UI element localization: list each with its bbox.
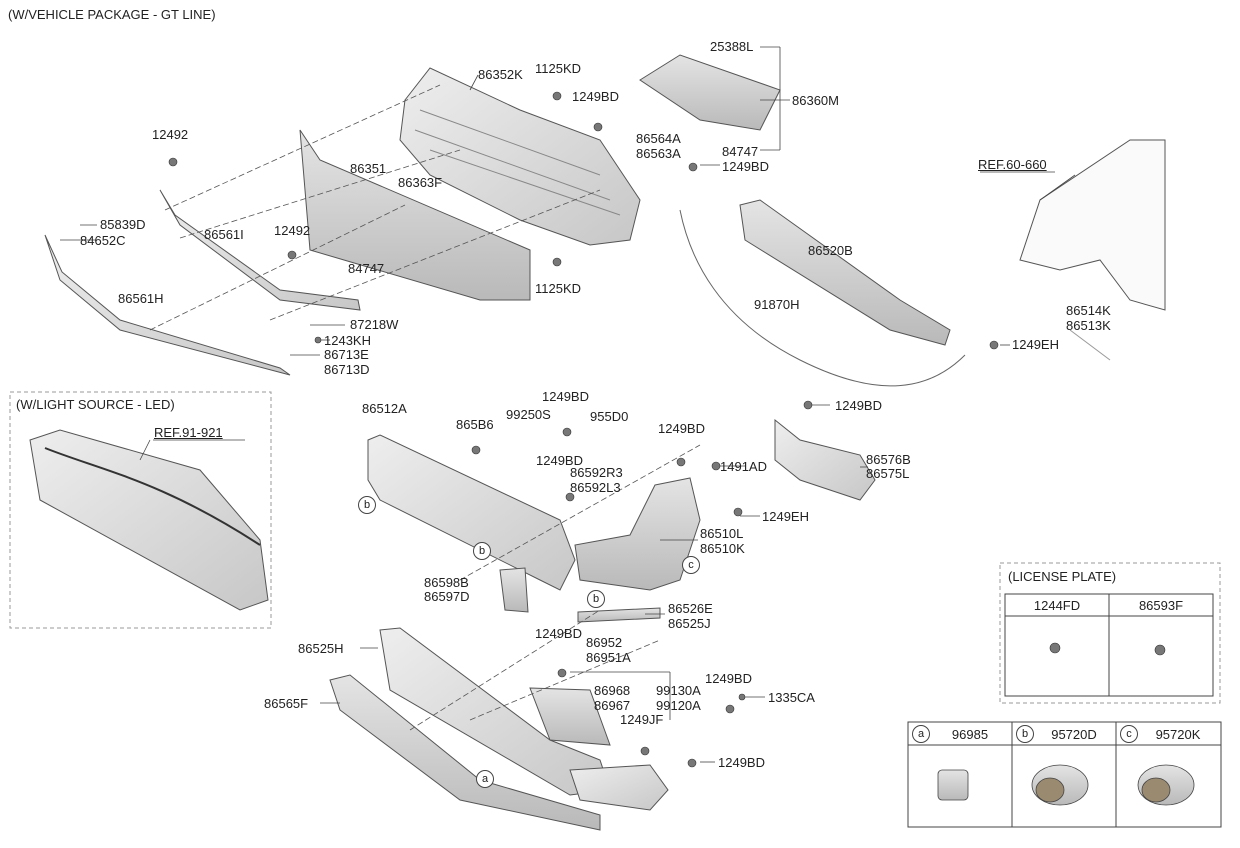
part-12492-b[interactable]: 12492	[274, 223, 311, 238]
part-1249eh-b[interactable]: 1249EH	[762, 509, 809, 524]
part-85839d[interactable]: 85839D	[100, 217, 146, 232]
upper-grille-86352k	[399, 67, 641, 246]
fascia-86351	[299, 129, 531, 301]
part-86525j[interactable]: 86525J	[668, 616, 711, 631]
part-865b6[interactable]: 865B6	[456, 417, 494, 432]
part-1249bd-i[interactable]: 1249BD	[718, 755, 765, 770]
part-1491ad[interactable]: 1491AD	[720, 459, 767, 474]
bracket-99130a	[569, 764, 669, 811]
callout-a-1[interactable]: a	[476, 770, 494, 788]
part-1249bd-e[interactable]: 1249BD	[658, 421, 705, 436]
sensor-part-95720d[interactable]: 95720D	[1051, 727, 1097, 742]
sensor-part-96985[interactable]: 96985	[951, 727, 989, 742]
absorber-86520b	[739, 199, 951, 346]
part-1249bd-a[interactable]: 1249BD	[572, 89, 619, 104]
moulding-86561h	[44, 234, 291, 376]
ref-91-921[interactable]: REF.91-921	[154, 425, 223, 440]
part-25388l[interactable]: 25388L	[710, 39, 754, 54]
license-col-1244fd[interactable]: 1244FD	[1033, 598, 1081, 613]
part-86510l[interactable]: 86510L	[700, 526, 744, 541]
part-1249bd-c[interactable]: 1249BD	[835, 398, 882, 413]
part-91870h[interactable]: 91870H	[754, 297, 800, 312]
part-86564a[interactable]: 86564A	[636, 131, 681, 146]
part-12492-a[interactable]: 12492	[152, 127, 189, 142]
part-84652c[interactable]: 84652C	[80, 233, 126, 248]
flap-86968	[529, 687, 611, 746]
part-86525h[interactable]: 86525H	[298, 641, 344, 656]
cover-86360m	[639, 54, 781, 131]
light-source-header: (W/LIGHT SOURCE - LED)	[16, 397, 175, 412]
part-86592l3[interactable]: 86592L3	[570, 480, 621, 495]
wiring-91870h	[679, 209, 966, 387]
part-86565f[interactable]: 86565F	[264, 696, 309, 711]
part-86351[interactable]: 86351	[350, 161, 387, 176]
callout-b-3[interactable]: b	[587, 590, 605, 608]
part-99120a[interactable]: 99120A	[656, 698, 701, 713]
part-86352k[interactable]: 86352K	[478, 67, 523, 82]
sensor-part-95720k[interactable]: 95720K	[1155, 727, 1201, 742]
part-87218w[interactable]: 87218W	[350, 317, 399, 332]
part-86951a[interactable]: 86951A	[586, 650, 631, 665]
part-84747-a[interactable]: 84747	[722, 144, 759, 159]
part-86526e[interactable]: 86526E	[668, 601, 713, 616]
license-col-86593f[interactable]: 86593F	[1138, 598, 1184, 613]
bumper-86512a	[367, 434, 576, 591]
part-1243kh[interactable]: 1243KH	[324, 333, 371, 348]
part-1249bd-b[interactable]: 1249BD	[722, 159, 769, 174]
callout-b-1[interactable]: b	[358, 496, 376, 514]
part-86514k[interactable]: 86514K	[1066, 303, 1111, 318]
bracket-86510l	[574, 477, 701, 591]
part-1249bd-f[interactable]: 1249BD	[536, 453, 583, 468]
part-1249bd-g[interactable]: 1249BD	[535, 626, 582, 641]
cover-86598b	[499, 567, 529, 613]
strip-86526e	[577, 607, 661, 623]
part-1249jf[interactable]: 1249JF	[620, 712, 664, 727]
part-84747-b[interactable]: 84747	[348, 261, 385, 276]
part-86512a[interactable]: 86512A	[362, 401, 407, 416]
ref-60-660[interactable]: REF.60-660	[978, 157, 1047, 172]
part-86968[interactable]: 86968	[594, 683, 631, 698]
part-86513k[interactable]: 86513K	[1066, 318, 1111, 333]
part-86575l[interactable]: 86575L	[866, 466, 910, 481]
part-1249bd-h[interactable]: 1249BD	[705, 671, 752, 686]
fender	[1019, 139, 1166, 311]
part-99130a[interactable]: 99130A	[656, 683, 701, 698]
part-86510k[interactable]: 86510K	[700, 541, 745, 556]
part-86967[interactable]: 86967	[594, 698, 631, 713]
callout-c-1[interactable]: c	[682, 556, 700, 574]
part-86713d[interactable]: 86713D	[324, 362, 370, 377]
part-86563a[interactable]: 86563A	[636, 146, 681, 161]
part-86520b[interactable]: 86520B	[808, 243, 853, 258]
led-grille	[29, 429, 269, 611]
part-86952[interactable]: 86952	[586, 635, 623, 650]
part-86561h[interactable]: 86561H	[118, 291, 164, 306]
license-plate-header: (LICENSE PLATE)	[1008, 569, 1117, 584]
sensor-letter-c: c	[1120, 725, 1138, 743]
callout-b-2[interactable]: b	[473, 542, 491, 560]
lower-fascia-86565f	[329, 674, 601, 831]
part-86561i[interactable]: 86561I	[204, 227, 244, 242]
part-86713e[interactable]: 86713E	[324, 347, 369, 362]
part-1249eh-a[interactable]: 1249EH	[1012, 337, 1059, 352]
part-99250s[interactable]: 99250S	[506, 407, 551, 422]
part-86597d[interactable]: 86597D	[424, 589, 470, 604]
part-86363f[interactable]: 86363F	[398, 175, 443, 190]
part-1125kd-bot[interactable]: 1125KD	[535, 281, 582, 296]
vehicle-package-header: (W/VEHICLE PACKAGE - GT LINE)	[8, 7, 216, 22]
part-955d0[interactable]: 955D0	[590, 409, 629, 424]
part-86576b[interactable]: 86576B	[866, 452, 911, 467]
moulding-86561i	[159, 189, 361, 311]
part-86598b[interactable]: 86598B	[424, 575, 469, 590]
part-1125kd-top[interactable]: 1125KD	[535, 61, 582, 76]
part-86360m[interactable]: 86360M	[792, 93, 839, 108]
part-1335ca[interactable]: 1335CA	[768, 690, 815, 705]
sensor-letter-a: a	[912, 725, 930, 743]
part-86592r3[interactable]: 86592R3	[570, 465, 623, 480]
bracket-86576b	[774, 418, 876, 501]
part-1249bd-d[interactable]: 1249BD	[542, 389, 589, 404]
sensor-letter-b: b	[1016, 725, 1034, 743]
